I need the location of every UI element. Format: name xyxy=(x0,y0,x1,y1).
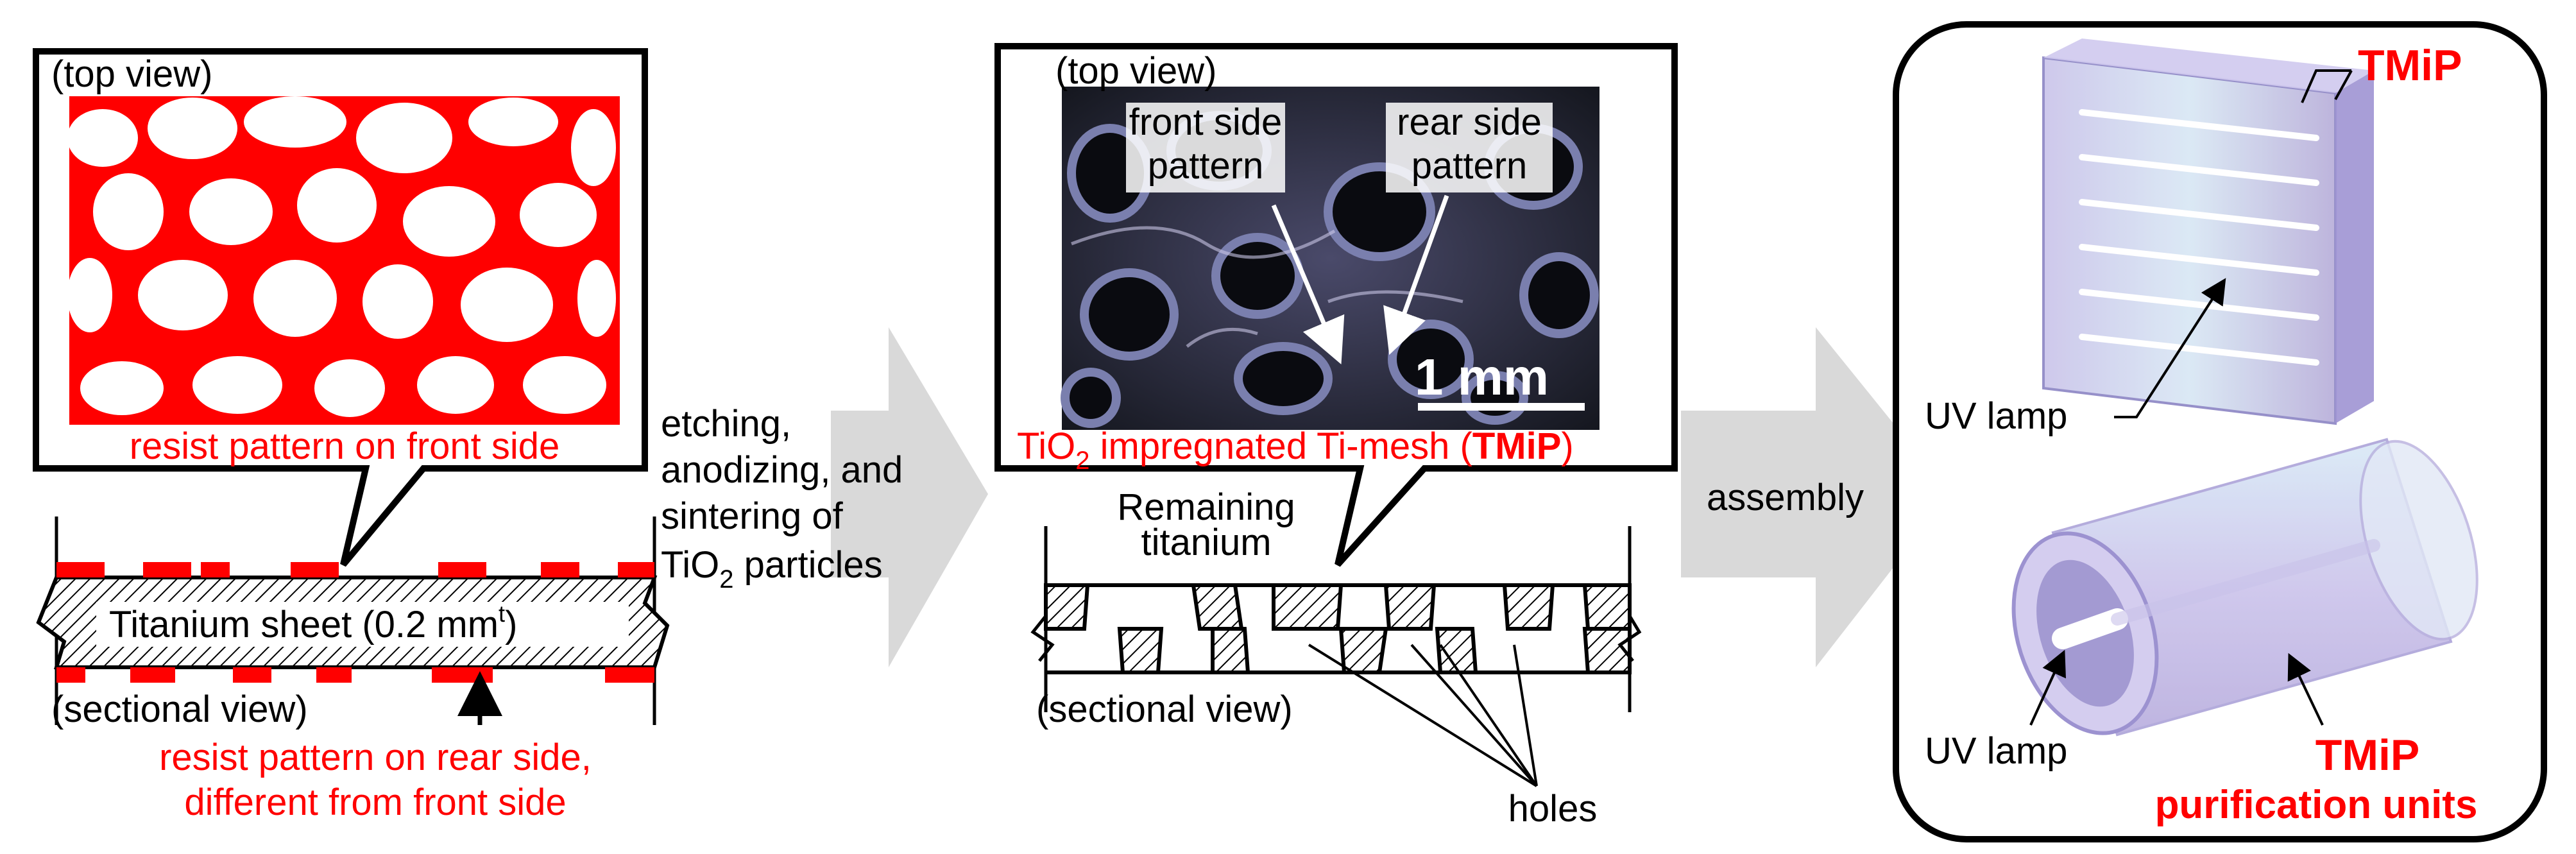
scale-bar xyxy=(1418,403,1585,411)
process-step-assembly: assembly xyxy=(1681,327,1950,667)
rear-pattern-label-2: pattern xyxy=(1412,145,1528,187)
tmip-label-bottom: TMiP xyxy=(2316,731,2419,780)
process1-line4: TiO2 particles xyxy=(661,544,883,594)
tmip-bottom-pointer xyxy=(2287,653,2324,726)
tmip-caption: TiO2 impregnated Ti-mesh (TMiP) xyxy=(1017,425,1574,475)
assembly-label: assembly xyxy=(1707,477,1864,518)
tmip-section xyxy=(1030,526,1642,712)
resist-front-label: resist pattern on front side xyxy=(130,425,560,467)
scale-bar-label: 1 mm xyxy=(1415,348,1549,406)
titanium-sheet-section: Titanium sheet (0.2 mmt) xyxy=(36,517,670,725)
resist-rear-label-line1: resist pattern on rear side, xyxy=(159,737,592,778)
holes-label: holes xyxy=(1508,788,1598,830)
holes-pointers xyxy=(1308,644,1538,787)
panel-tmip: (top view) front side pattern rear side … xyxy=(994,43,1678,830)
resist-pattern-image xyxy=(67,96,620,425)
titanium-sheet-label: Titanium sheet (0.2 mmt) xyxy=(109,601,517,645)
remaining-titanium-label-2: titanium xyxy=(1141,522,1271,563)
tmip-top-pointer xyxy=(2301,69,2353,103)
process-step-etching: etching, anodizing, and sintering of TiO… xyxy=(661,327,988,667)
resist-rear-marks xyxy=(56,667,654,683)
rear-pattern-label-1: rear side xyxy=(1397,101,1542,143)
resist-front-marks xyxy=(56,562,654,577)
cylindrical-unit xyxy=(2011,438,2478,737)
uv-lamp-pointer-1 xyxy=(2114,278,2226,418)
panel-resist-pattern: (top view) resist pattern on front side xyxy=(33,48,670,823)
sectional-view-label-1: (sectional view) xyxy=(51,688,308,730)
rear-pattern-pointer xyxy=(1383,194,1449,355)
resist-rear-label-line2: different from front side xyxy=(184,781,566,823)
uv-lamp-label-2: UV lamp xyxy=(1925,730,2067,772)
uv-lamp-label-1: UV lamp xyxy=(1925,395,2067,437)
front-pattern-label-2: pattern xyxy=(1148,145,1264,187)
process-arrow-2 xyxy=(1681,327,1950,667)
process1-line3: sintering of xyxy=(661,495,844,537)
process-arrow-1 xyxy=(831,327,988,667)
top-view-label-1: (top view) xyxy=(51,53,212,95)
process1-line1: etching, xyxy=(661,403,791,445)
panel-purification-units: TMiP UV lamp UV lamp TMiP purification u… xyxy=(1893,21,2547,842)
tmip-label-top: TMiP xyxy=(2358,41,2462,90)
remaining-titanium-label-1: Remaining xyxy=(1117,486,1295,528)
front-pattern-label-1: front side xyxy=(1129,101,1283,143)
sectional-view-label-2: (sectional view) xyxy=(1036,688,1293,730)
top-view-label-2: (top view) xyxy=(1055,50,1216,92)
uv-lamp-pointer-2 xyxy=(2029,649,2066,726)
process1-line2: anodizing, and xyxy=(661,449,903,491)
flat-panel-unit xyxy=(2042,38,2374,425)
purification-units-label: purification units xyxy=(2155,783,2478,827)
front-pattern-pointer xyxy=(1271,204,1345,364)
